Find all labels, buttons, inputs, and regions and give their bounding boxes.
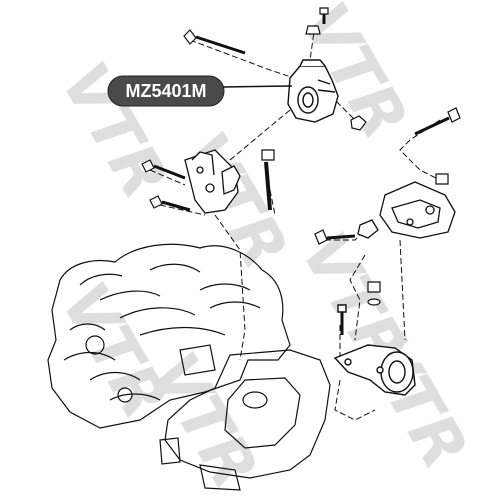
mounting-bracket bbox=[184, 149, 241, 214]
part-number-callout: MZ5401M bbox=[107, 75, 293, 107]
transmission-case bbox=[159, 349, 331, 491]
right-mount-bracket bbox=[357, 181, 456, 239]
engine-block bbox=[47, 243, 291, 429]
upper-engine-mount bbox=[287, 59, 339, 123]
part-number-label: MZ5401M bbox=[125, 81, 206, 101]
watermark: VTR VTR VTR VTR VTR VTR VTR bbox=[46, 0, 481, 500]
bolt-set bbox=[183, 7, 367, 131]
watermark-text: VTR bbox=[166, 121, 301, 281]
watermark-text: VTR bbox=[46, 51, 181, 211]
lower-engine-mount bbox=[333, 304, 416, 396]
bolt-set bbox=[141, 149, 275, 212]
bolt-set bbox=[314, 107, 461, 306]
